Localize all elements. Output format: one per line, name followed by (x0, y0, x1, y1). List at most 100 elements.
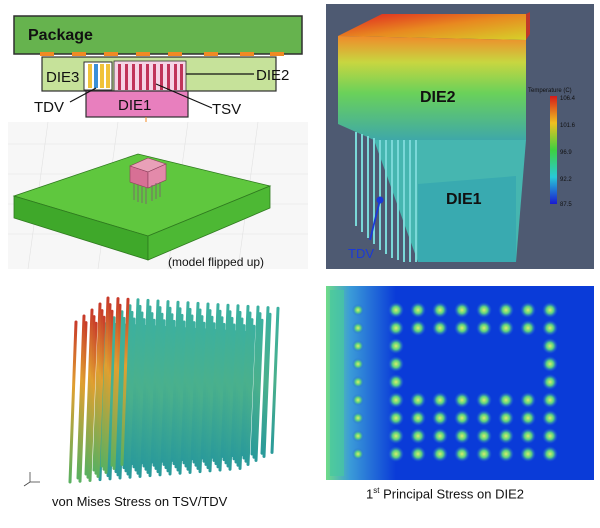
edge-hotspot (352, 376, 364, 388)
hotspot (476, 428, 492, 444)
pin (172, 307, 182, 466)
pin (202, 309, 212, 463)
pin (112, 303, 122, 470)
pin (152, 306, 162, 467)
pin (106, 316, 116, 478)
hotspot (388, 446, 404, 462)
edge-hotspot (352, 304, 364, 316)
pin (146, 318, 156, 474)
hotspot (410, 320, 426, 336)
model-3d-view (8, 121, 308, 270)
tdv-bars (88, 64, 110, 88)
von-mises-panel: von Mises Stress on TSV/TDV (8, 286, 302, 522)
pin (220, 303, 230, 458)
hotspot (520, 392, 536, 408)
hotspot (476, 410, 492, 426)
hotspot (542, 374, 558, 390)
pin (92, 302, 102, 472)
hotspot (498, 392, 514, 408)
pin (240, 304, 250, 457)
pin (150, 299, 160, 464)
pin (124, 310, 134, 473)
hotspot (454, 428, 470, 444)
edge-hotspot (352, 430, 364, 442)
edge-hotspot (352, 322, 364, 334)
pin (186, 321, 196, 471)
von-mises-plot (23, 296, 280, 487)
hotspot (388, 410, 404, 426)
pin (192, 308, 202, 464)
hotspot (454, 446, 470, 462)
pin (246, 324, 256, 466)
pin (210, 303, 220, 459)
pin (94, 309, 104, 475)
pin (252, 312, 262, 459)
hotspot (476, 446, 492, 462)
hotspot (410, 428, 426, 444)
pin (170, 300, 180, 462)
pin (224, 316, 234, 465)
hotspot (542, 392, 558, 408)
hotspot (432, 428, 448, 444)
bump-row (40, 52, 284, 56)
hotspot (520, 428, 536, 444)
pin (102, 303, 112, 471)
pin (236, 324, 246, 467)
pin (244, 318, 254, 463)
principal-stress-caption: 1st Principal Stress on DIE2 (366, 486, 524, 502)
hotspot (542, 320, 558, 336)
hotspot (388, 320, 404, 336)
hotspot (410, 446, 426, 462)
pin (126, 317, 136, 476)
hotspot (454, 320, 470, 336)
pin (184, 314, 194, 468)
hotspot (520, 410, 536, 426)
legend-tick-1: 101.6 (560, 123, 576, 129)
hotspot (388, 392, 404, 408)
tsv-leader (155, 83, 213, 109)
stress-hotspots (352, 302, 558, 462)
pin (176, 320, 186, 472)
pin (180, 301, 190, 462)
thermal-die2-label: DIE2 (420, 89, 456, 106)
pin (68, 320, 78, 484)
pin (122, 304, 132, 470)
hotspot (542, 446, 558, 462)
edge-hotspot (352, 448, 364, 460)
pin (166, 319, 176, 473)
legend-colorbar (550, 96, 557, 204)
hotspot (432, 302, 448, 318)
pin (120, 297, 130, 466)
hotspot (432, 392, 448, 408)
pin (116, 316, 126, 477)
hotspot (410, 392, 426, 408)
legend-title: Temperature (C) (528, 88, 572, 94)
package-block (13, 15, 303, 55)
die1-block (85, 90, 189, 118)
pin (154, 312, 164, 470)
tsv-bars (118, 64, 183, 90)
die1-label: DIE1 (118, 97, 151, 114)
pin (232, 310, 242, 461)
pin (96, 315, 106, 478)
legend-tick-0: 106.4 (560, 96, 576, 102)
thermal-die1-label: DIE1 (446, 191, 482, 208)
die3-label: DIE3 (46, 69, 79, 86)
pin (136, 318, 146, 475)
hotspot (476, 320, 492, 336)
hotspot (388, 338, 404, 354)
hotspot (498, 410, 514, 426)
pin (144, 312, 154, 471)
pin (142, 305, 152, 468)
tsv-label: TSV (212, 101, 241, 118)
pin (200, 302, 210, 460)
pin (140, 298, 150, 465)
thermal-panel: DIE2 DIE1 TDV Temperature (C) 106.4 101.… (326, 4, 594, 269)
von-mises-caption: von Mises Stress on TSV/TDV (52, 494, 228, 509)
hotspot (454, 302, 470, 318)
hotspot (498, 302, 514, 318)
edge-hotspot (352, 358, 364, 370)
pin (88, 321, 98, 482)
hotspot (388, 302, 404, 318)
pin (216, 322, 226, 469)
